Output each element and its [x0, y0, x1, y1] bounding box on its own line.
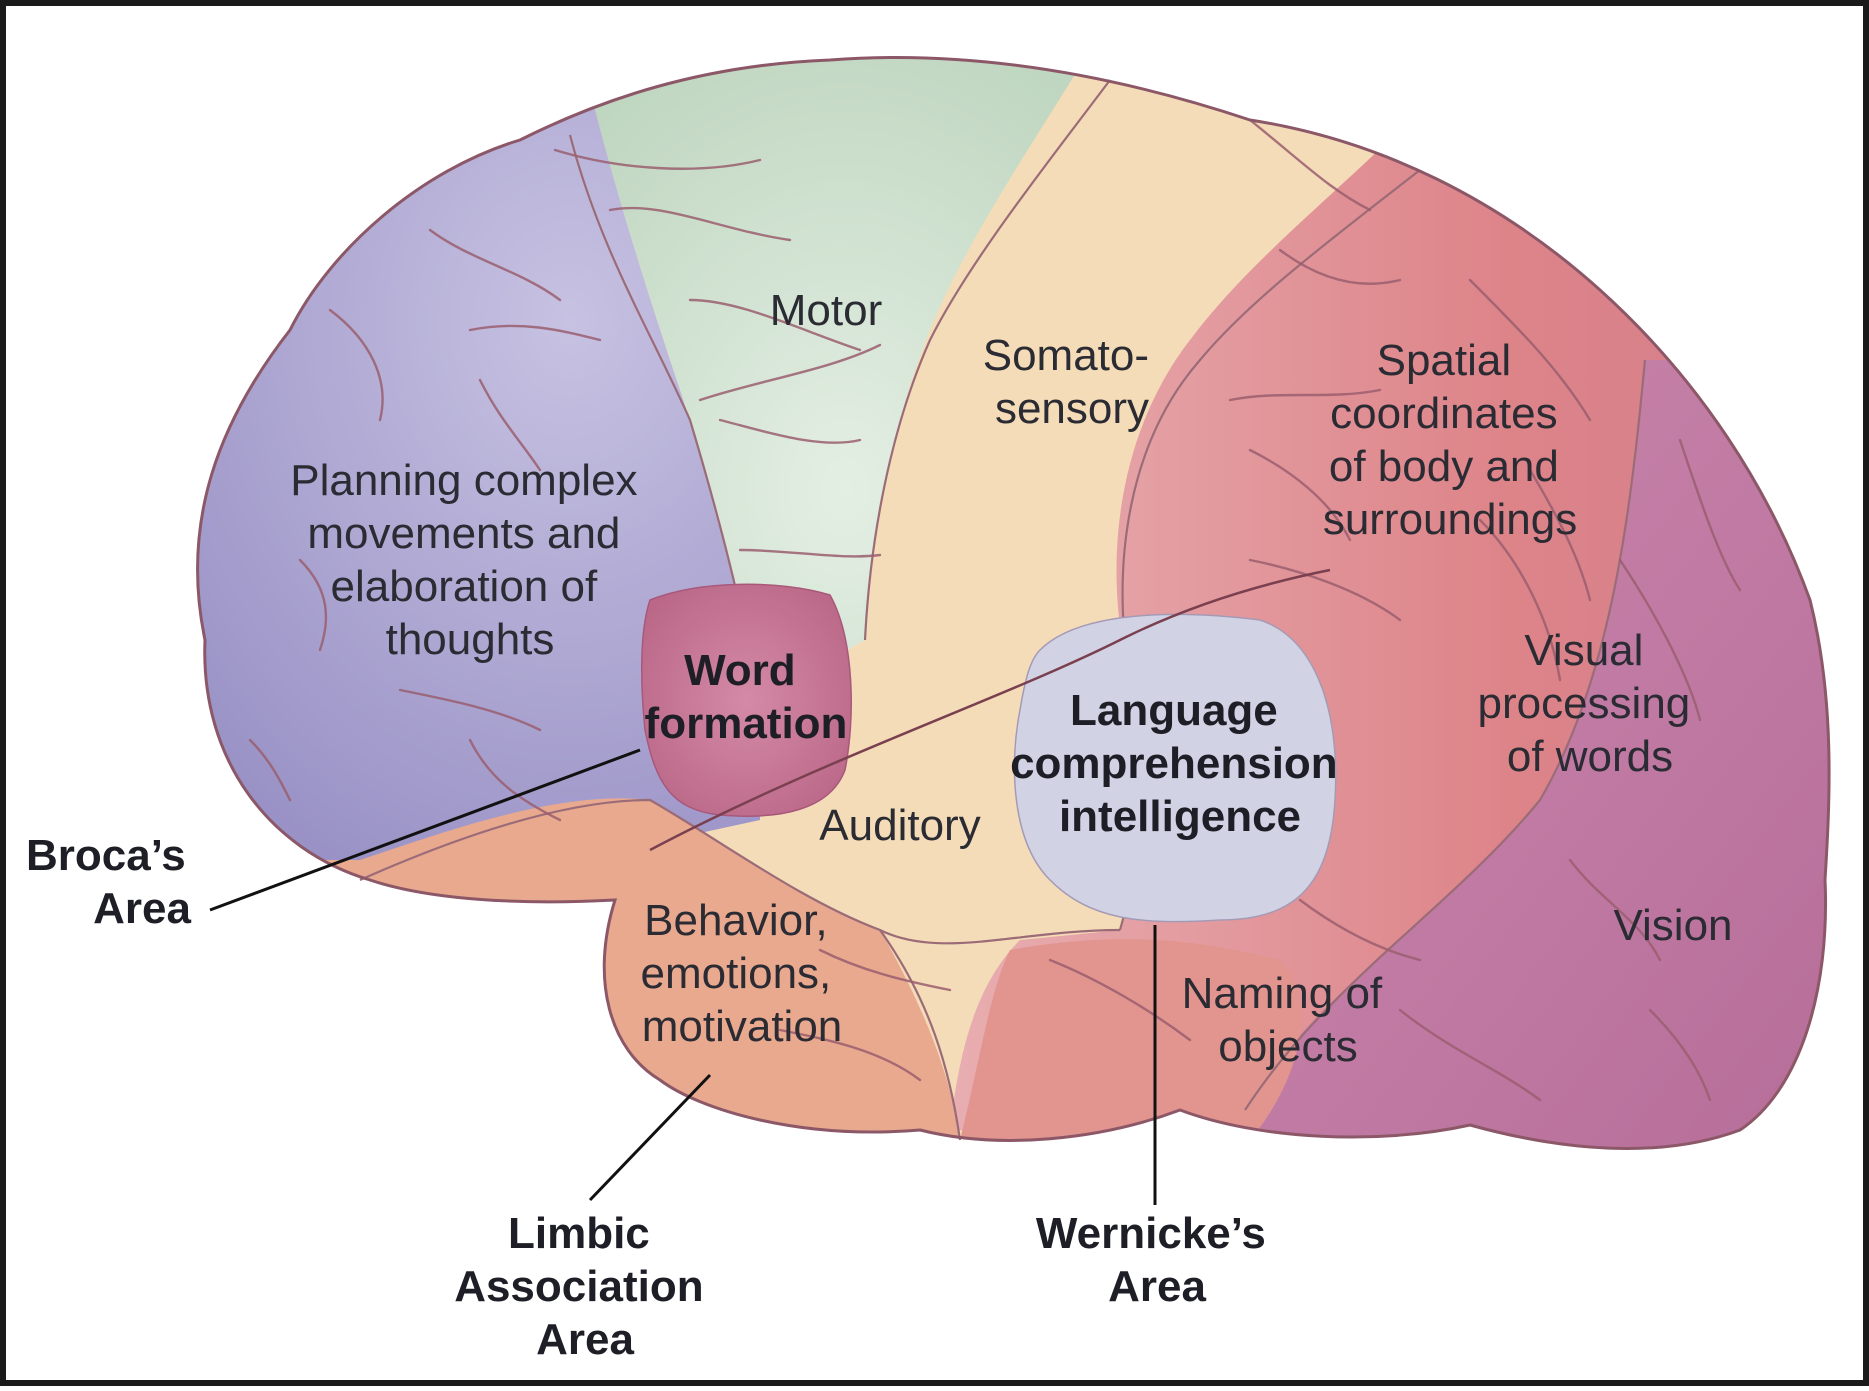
behavior-label: Behavior, emotions, motivation	[641, 896, 844, 1051]
planning-label: Planning complex movements and elaborati…	[290, 456, 650, 664]
word-formation-region	[640, 583, 852, 817]
spatial-label: Spatial coordinates of body and surround…	[1323, 336, 1577, 544]
naming-label: Naming of objects	[1182, 969, 1395, 1071]
brain-sulci	[248, 118, 1742, 1102]
language-label: Language comprehension intelligence	[1010, 686, 1350, 841]
somatosensory-label: Somato- sensory	[983, 331, 1162, 433]
broca-leader-line	[209, 748, 641, 912]
wernicke-area-label: Wernicke’s Area	[1036, 1209, 1278, 1311]
occipital-region	[1240, 360, 1830, 1149]
lower-temporal-region	[960, 939, 1302, 1140]
frontal-lobe-region	[197, 57, 760, 920]
leader-lines	[209, 748, 1157, 1205]
auditory-label: Auditory	[819, 801, 980, 850]
wernicke-core-region	[1013, 613, 1337, 923]
motor-cortex-region	[570, 57, 1120, 700]
word-formation-label: Word formation	[645, 646, 848, 748]
visual-words-label: Visual processing of words	[1477, 626, 1702, 781]
vision-label: Vision	[1613, 901, 1732, 950]
limbic-leader-line	[588, 1073, 712, 1202]
lateral-sulcus	[649, 568, 1331, 852]
motor-label: Motor	[770, 286, 882, 335]
limbic-association-label: Limbic Association Area	[454, 1209, 716, 1364]
broca-area-label: Broca’s Area	[26, 831, 198, 933]
